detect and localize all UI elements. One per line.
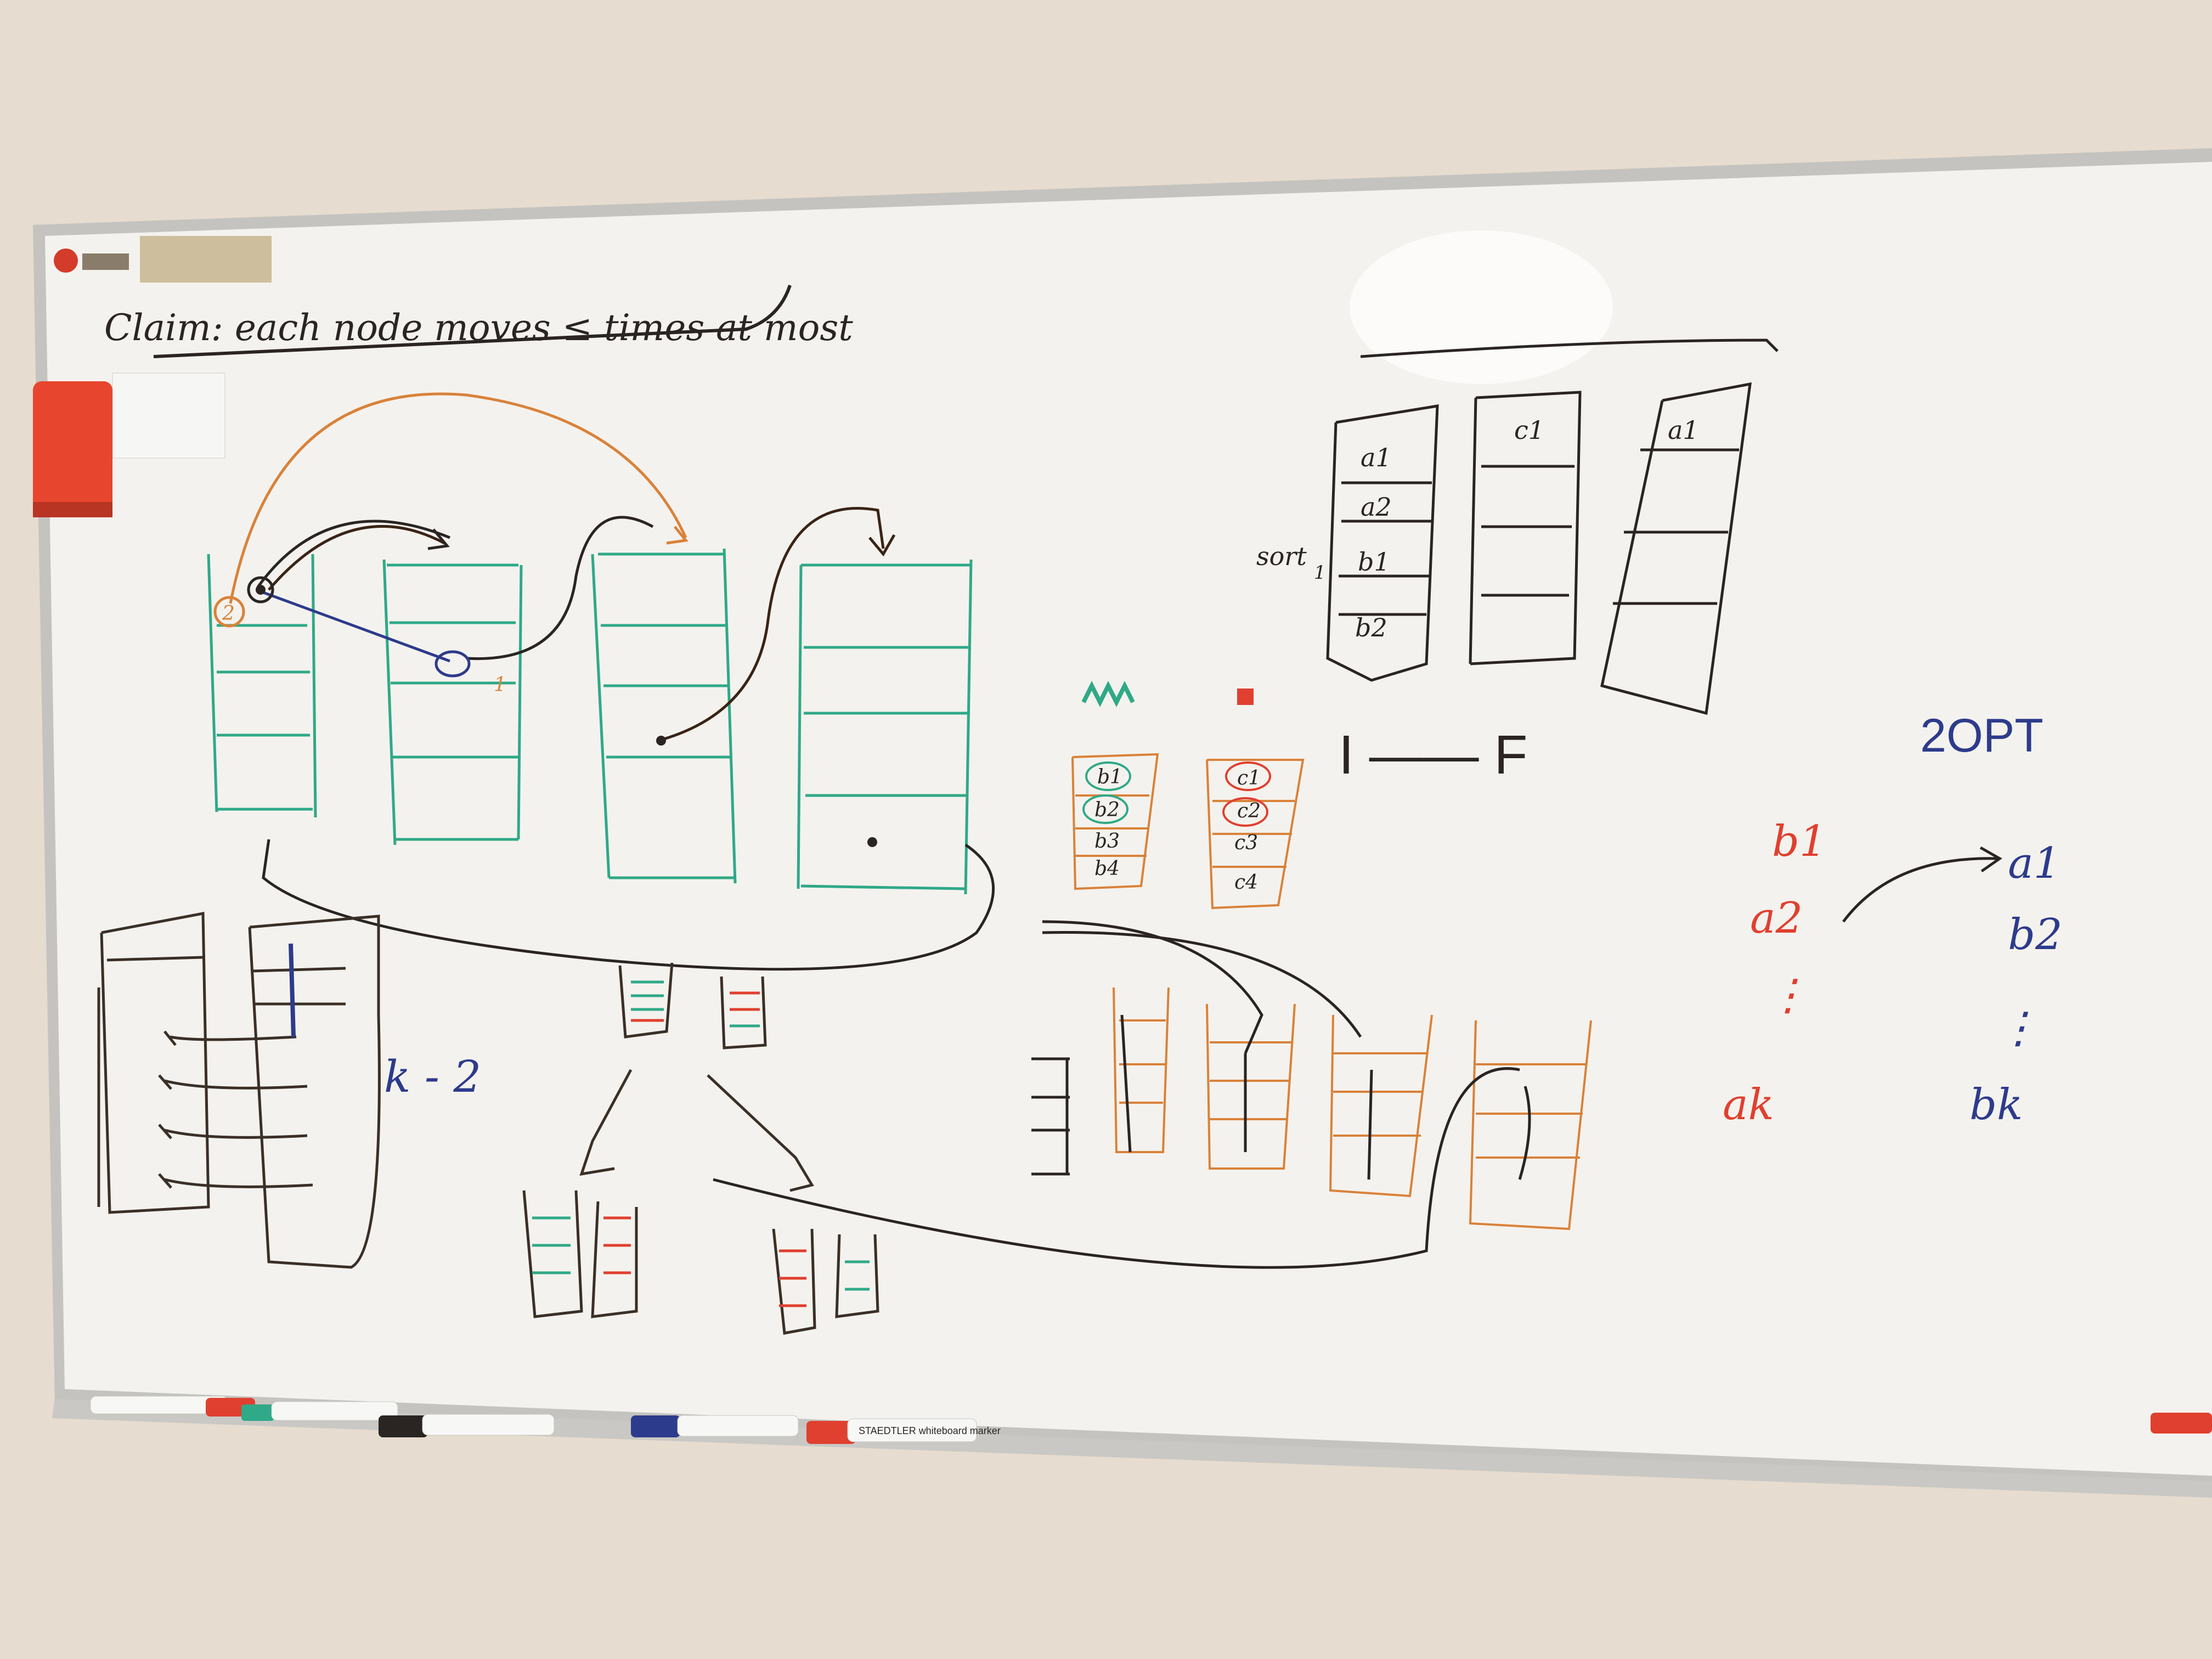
svg-text:a2: a2: [1361, 492, 1392, 522]
legend-swatches: [1081, 681, 1254, 707]
svg-text:a1: a1: [2008, 839, 2061, 888]
svg-text:1: 1: [494, 674, 506, 696]
svg-text:c2: c2: [1237, 800, 1261, 822]
k2-label: k - 2: [384, 1051, 481, 1102]
b-labels: b1 b2 b3 b4: [1094, 766, 1122, 880]
node-markers: 2 1: [213, 576, 877, 847]
c-labels: c1 c2 c3 c4: [1234, 767, 1261, 894]
svg-text:b4: b4: [1094, 857, 1120, 880]
svg-text:b1: b1: [1097, 766, 1122, 788]
svg-text:bk: bk: [1970, 1080, 2023, 1130]
svg-text:b2: b2: [1355, 613, 1387, 642]
svg-text:b2: b2: [2008, 910, 2063, 960]
board-surface: [45, 162, 2212, 1476]
svg-text:c1: c1: [1237, 767, 1261, 789]
svg-text:b2: b2: [1094, 799, 1120, 821]
sort-col1-labels: a1 a2 b1 b2: [1355, 443, 1392, 642]
svg-text:a2: a2: [1750, 894, 1803, 943]
two-opt-title: 2OPT: [1920, 709, 2044, 762]
svg-text:2: 2: [222, 602, 235, 625]
marker-tray: [52, 1399, 2212, 1498]
svg-text:b1: b1: [1358, 547, 1390, 577]
col3-label: a1: [1668, 415, 1699, 445]
col2-label: c1: [1514, 415, 1544, 445]
k2-diagram: [97, 911, 381, 1269]
svg-text:a1: a1: [1361, 443, 1392, 472]
sort-label: sort: [1256, 541, 1307, 571]
sort-sub: 1: [1314, 562, 1326, 584]
svg-text:⋮: ⋮: [1767, 970, 1809, 1020]
red-list: b1 a2 ⋮ ak: [1723, 817, 1827, 1130]
i-to-f: I —— F: [1339, 724, 1527, 786]
svg-text:c4: c4: [1234, 871, 1258, 894]
arrows-top: [229, 392, 995, 971]
swap-arrow: [1842, 846, 2002, 923]
logo-icon: [54, 236, 272, 283]
glare: [1350, 230, 1613, 384]
svg-text:c3: c3: [1234, 832, 1258, 854]
blue-list: a1 b2 ⋮ bk: [1970, 839, 2063, 1130]
sort-columns: [1326, 338, 1779, 715]
svg-text:b3: b3: [1094, 830, 1120, 853]
green-columns: [207, 548, 973, 895]
split-diagram: [522, 962, 879, 1335]
eraser-icon: [33, 381, 112, 517]
black-marks: [713, 920, 1531, 1269]
marker-icon: STAEDTLER whiteboard marker: [90, 1396, 2212, 1444]
svg-text:⋮: ⋮: [1997, 1003, 2040, 1053]
svg-text:b1: b1: [1772, 817, 1827, 866]
svg-text:STAEDTLER whiteboard marker: STAEDTLER whiteboard marker: [859, 1425, 1001, 1436]
c-group: [1206, 759, 1305, 910]
svg-text:ak: ak: [1723, 1080, 1774, 1130]
info-card: [112, 373, 225, 459]
orange-columns: [1113, 987, 1592, 1231]
